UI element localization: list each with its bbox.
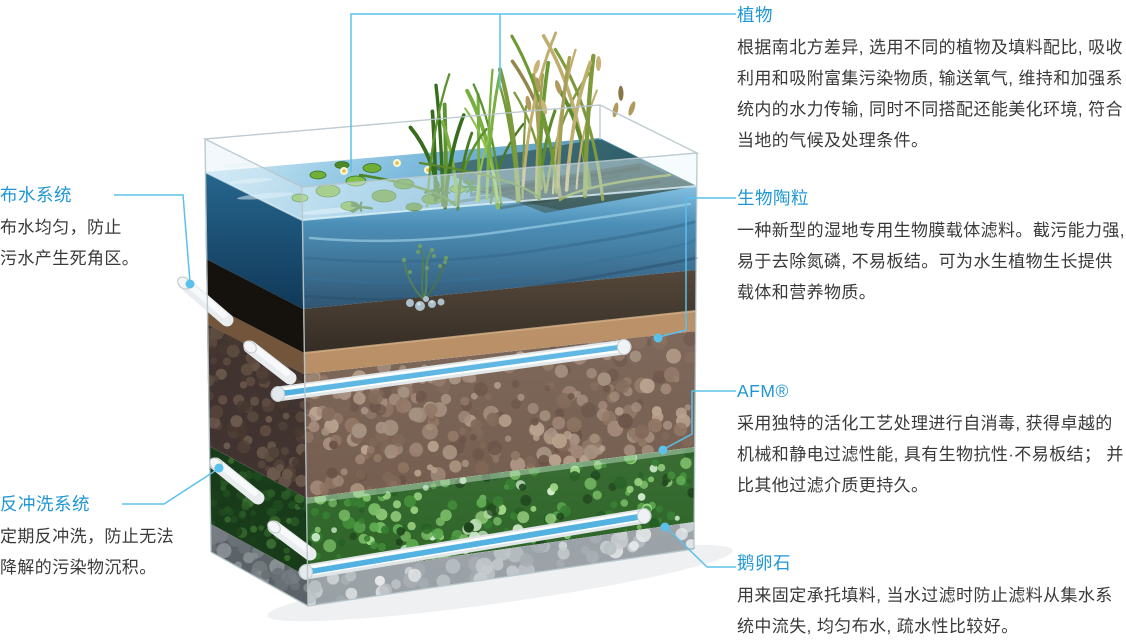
label-backwash: 反冲洗系统 定期反冲洗，防止无法 降解的污染物沉积。 <box>0 492 220 583</box>
leader-cobblestone <box>665 526 736 568</box>
leader-plants <box>350 13 736 172</box>
label-body: 定期反冲洗，防止无法 降解的污染物沉积。 <box>0 527 174 577</box>
label-water-distribution: 布水系统 布水均匀，防止 污水产生死角区。 <box>0 183 212 274</box>
label-afm: AFM® 采用独特的活化工艺处理进行自消毒, 获得卓越的机械和静电过滤性能, 具… <box>737 379 1126 501</box>
label-body: 一种新型的湿地专用生物膜载体滤料。截污能力强, 易于去除氮磷, 不易板结。可为水… <box>737 221 1125 302</box>
dot-cobblestone <box>660 522 670 532</box>
label-title: 反冲洗系统 <box>0 494 90 514</box>
dot-afm <box>658 445 668 455</box>
label-body: 布水均匀，防止 污水产生死角区。 <box>0 218 140 268</box>
label-title: 植物 <box>737 5 773 25</box>
label-title: 生物陶粒 <box>737 188 809 208</box>
dot-bio-ceramic <box>653 333 663 343</box>
label-body: 根据南北方差异, 选用不同的植物及填料配比, 吸收利用和吸附富集污染物质, 输送… <box>737 38 1123 150</box>
label-body: 采用独特的活化工艺处理进行自消毒, 获得卓越的机械和静电过滤性能, 具有生物抗性… <box>737 414 1124 495</box>
leader-bio-ceramic <box>658 197 736 338</box>
leader-lines <box>114 13 736 568</box>
label-title: 布水系统 <box>0 185 72 205</box>
ground-shadow <box>267 544 733 622</box>
left-face-shade <box>205 172 308 606</box>
dot-water-distribution <box>185 279 195 289</box>
dot-backwash <box>214 463 224 473</box>
glass-tank <box>202 104 700 607</box>
label-bio-ceramic: 生物陶粒 一种新型的湿地专用生物膜载体滤料。截污能力强, 易于去除氮磷, 不易板… <box>737 186 1126 308</box>
label-title: AFM® <box>737 381 789 401</box>
leader-water-distribution <box>114 194 191 283</box>
leader-afm <box>663 390 736 450</box>
label-cobblestone: 鹅卵石 用来固定承托填料, 当水过滤时防止滤料从集水系统中流失, 均匀布水, 疏… <box>737 551 1126 642</box>
label-body: 用来固定承托填料, 当水过滤时防止滤料从集水系统中流失, 均匀布水, 疏水性比较… <box>737 586 1113 636</box>
label-title: 鹅卵石 <box>737 553 791 573</box>
leader-backwash <box>122 468 219 505</box>
wetland-plants <box>358 31 672 211</box>
label-plants: 植物 根据南北方差异, 选用不同的植物及填料配比, 吸收利用和吸附富集污染物质,… <box>737 3 1126 156</box>
